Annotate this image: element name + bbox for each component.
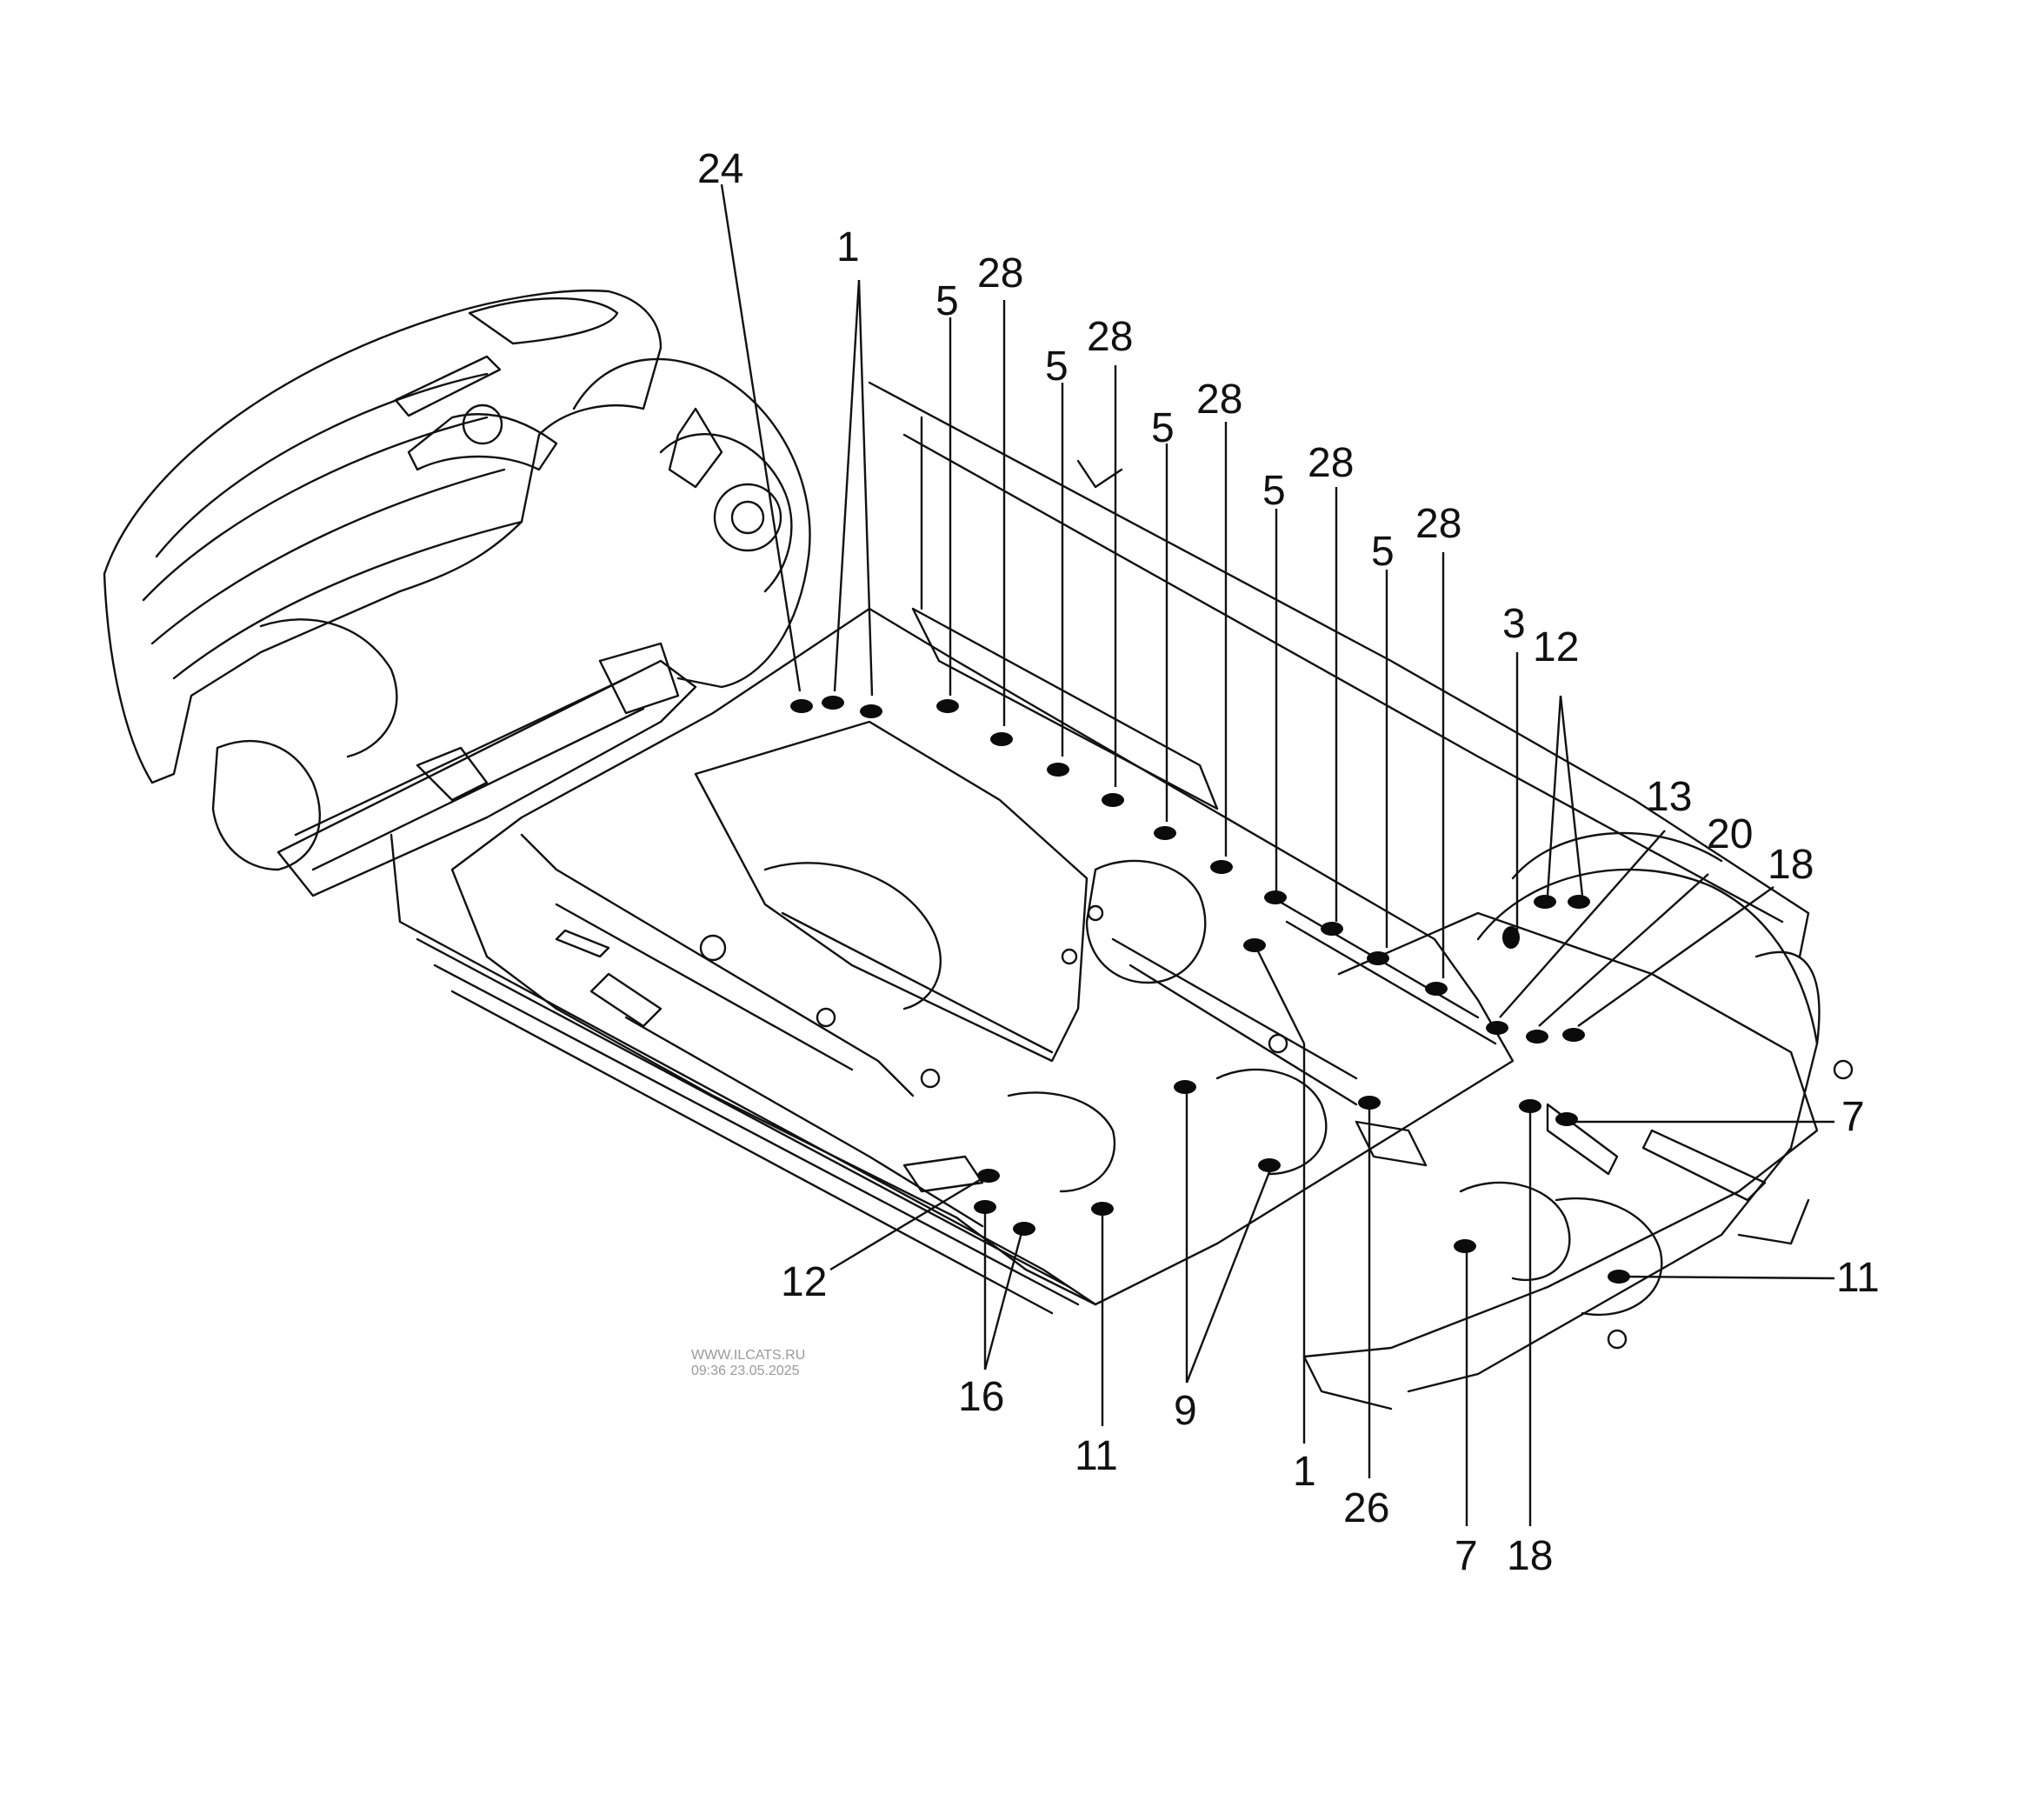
- callout-26: 26: [1343, 1485, 1389, 1531]
- plug-5d: [1264, 890, 1287, 904]
- callout-7-bottom: 7: [1455, 1533, 1478, 1579]
- callout-5-b: 5: [1045, 343, 1069, 390]
- callout-7-right: 7: [1841, 1094, 1865, 1140]
- plug-26: [1358, 1096, 1381, 1110]
- plug-13: [1486, 1021, 1508, 1035]
- callout-18-bottom: 18: [1507, 1533, 1553, 1579]
- callout-28-d: 28: [1308, 440, 1354, 486]
- callout-5-e: 5: [1371, 529, 1395, 575]
- callout-1-top: 1: [836, 224, 860, 270]
- plug-16a: [974, 1200, 996, 1214]
- leader-lines: [720, 183, 1835, 1526]
- callout-28-e: 28: [1415, 501, 1461, 547]
- callout-12-top: 12: [1533, 624, 1579, 670]
- plug-28d: [1321, 922, 1343, 936]
- callout-28-c: 28: [1196, 377, 1242, 423]
- plug-1b: [860, 704, 882, 718]
- callout-28-a: 28: [977, 250, 1023, 297]
- watermark: WWW.ILCATS.RU 09:36 23.05.2025: [691, 1348, 805, 1378]
- vehicle-underbody-drawing: [103, 289, 1854, 1411]
- plug-5a: [936, 699, 959, 713]
- plug-5c: [1154, 826, 1176, 840]
- plug-11b: [1091, 1202, 1114, 1216]
- callout-18-right: 18: [1768, 842, 1814, 888]
- drain-plugs: [790, 696, 1630, 1284]
- plug-18b: [1519, 1099, 1541, 1113]
- callout-13: 13: [1646, 774, 1692, 820]
- right-side-rail: [868, 381, 1810, 958]
- rear-bumper-outline: [1407, 950, 1821, 1393]
- plug-5e: [1367, 951, 1389, 965]
- plug-3: [1502, 926, 1520, 949]
- callout-5-d: 5: [1262, 468, 1286, 514]
- plug-7b: [1454, 1239, 1476, 1253]
- callout-labels: 24 1 5 28 5 28 5 28 5 28 5 28 3 12 13 20…: [697, 146, 1880, 1579]
- plug-12a: [1534, 895, 1556, 909]
- rear-wheel-arch: [1476, 868, 1819, 1045]
- plug-18a: [1562, 1028, 1585, 1042]
- callout-20: 20: [1707, 811, 1753, 857]
- watermark-site: WWW.ILCATS.RU: [691, 1348, 805, 1363]
- plug-1c: [1243, 938, 1266, 952]
- plug-28a: [990, 732, 1013, 746]
- center-tunnel: [694, 720, 1089, 1063]
- callout-5-c: 5: [1151, 405, 1175, 451]
- rear-floor: [1302, 911, 1819, 1358]
- callout-24: 24: [697, 146, 743, 192]
- front-bumper-outline: [103, 289, 662, 784]
- plug-28e: [1425, 982, 1448, 996]
- front-wheel-arch: [572, 357, 811, 689]
- callout-12-left: 12: [781, 1259, 827, 1305]
- callout-16: 16: [958, 1374, 1004, 1420]
- plug-16b: [1013, 1222, 1035, 1236]
- plug-20: [1526, 1030, 1548, 1044]
- callout-5-a: 5: [935, 278, 959, 324]
- left-side-sill: [389, 833, 1097, 1306]
- callout-11-right: 11: [1836, 1255, 1880, 1301]
- callout-3: 3: [1502, 601, 1526, 647]
- watermark-timestamp: 09:36 23.05.2025: [691, 1364, 800, 1378]
- front-subframe: [276, 659, 697, 897]
- callout-9: 9: [1174, 1388, 1197, 1434]
- plug-9a: [1174, 1080, 1196, 1094]
- plug-5b: [1047, 763, 1069, 777]
- floor-pan-outline: [450, 607, 1515, 1306]
- plug-12c: [977, 1169, 1000, 1183]
- callout-11-bottom: 11: [1075, 1433, 1118, 1479]
- plug-12b: [1568, 895, 1590, 909]
- plug-11a: [1608, 1270, 1630, 1284]
- plug-28c: [1210, 860, 1233, 874]
- plug-28b: [1102, 793, 1124, 807]
- callout-1-bottom: 1: [1293, 1449, 1316, 1495]
- callout-28-b: 28: [1087, 314, 1133, 360]
- plug-1a: [822, 696, 844, 710]
- plug-24: [790, 699, 813, 713]
- plug-9b: [1258, 1158, 1281, 1172]
- plug-7a: [1555, 1112, 1578, 1126]
